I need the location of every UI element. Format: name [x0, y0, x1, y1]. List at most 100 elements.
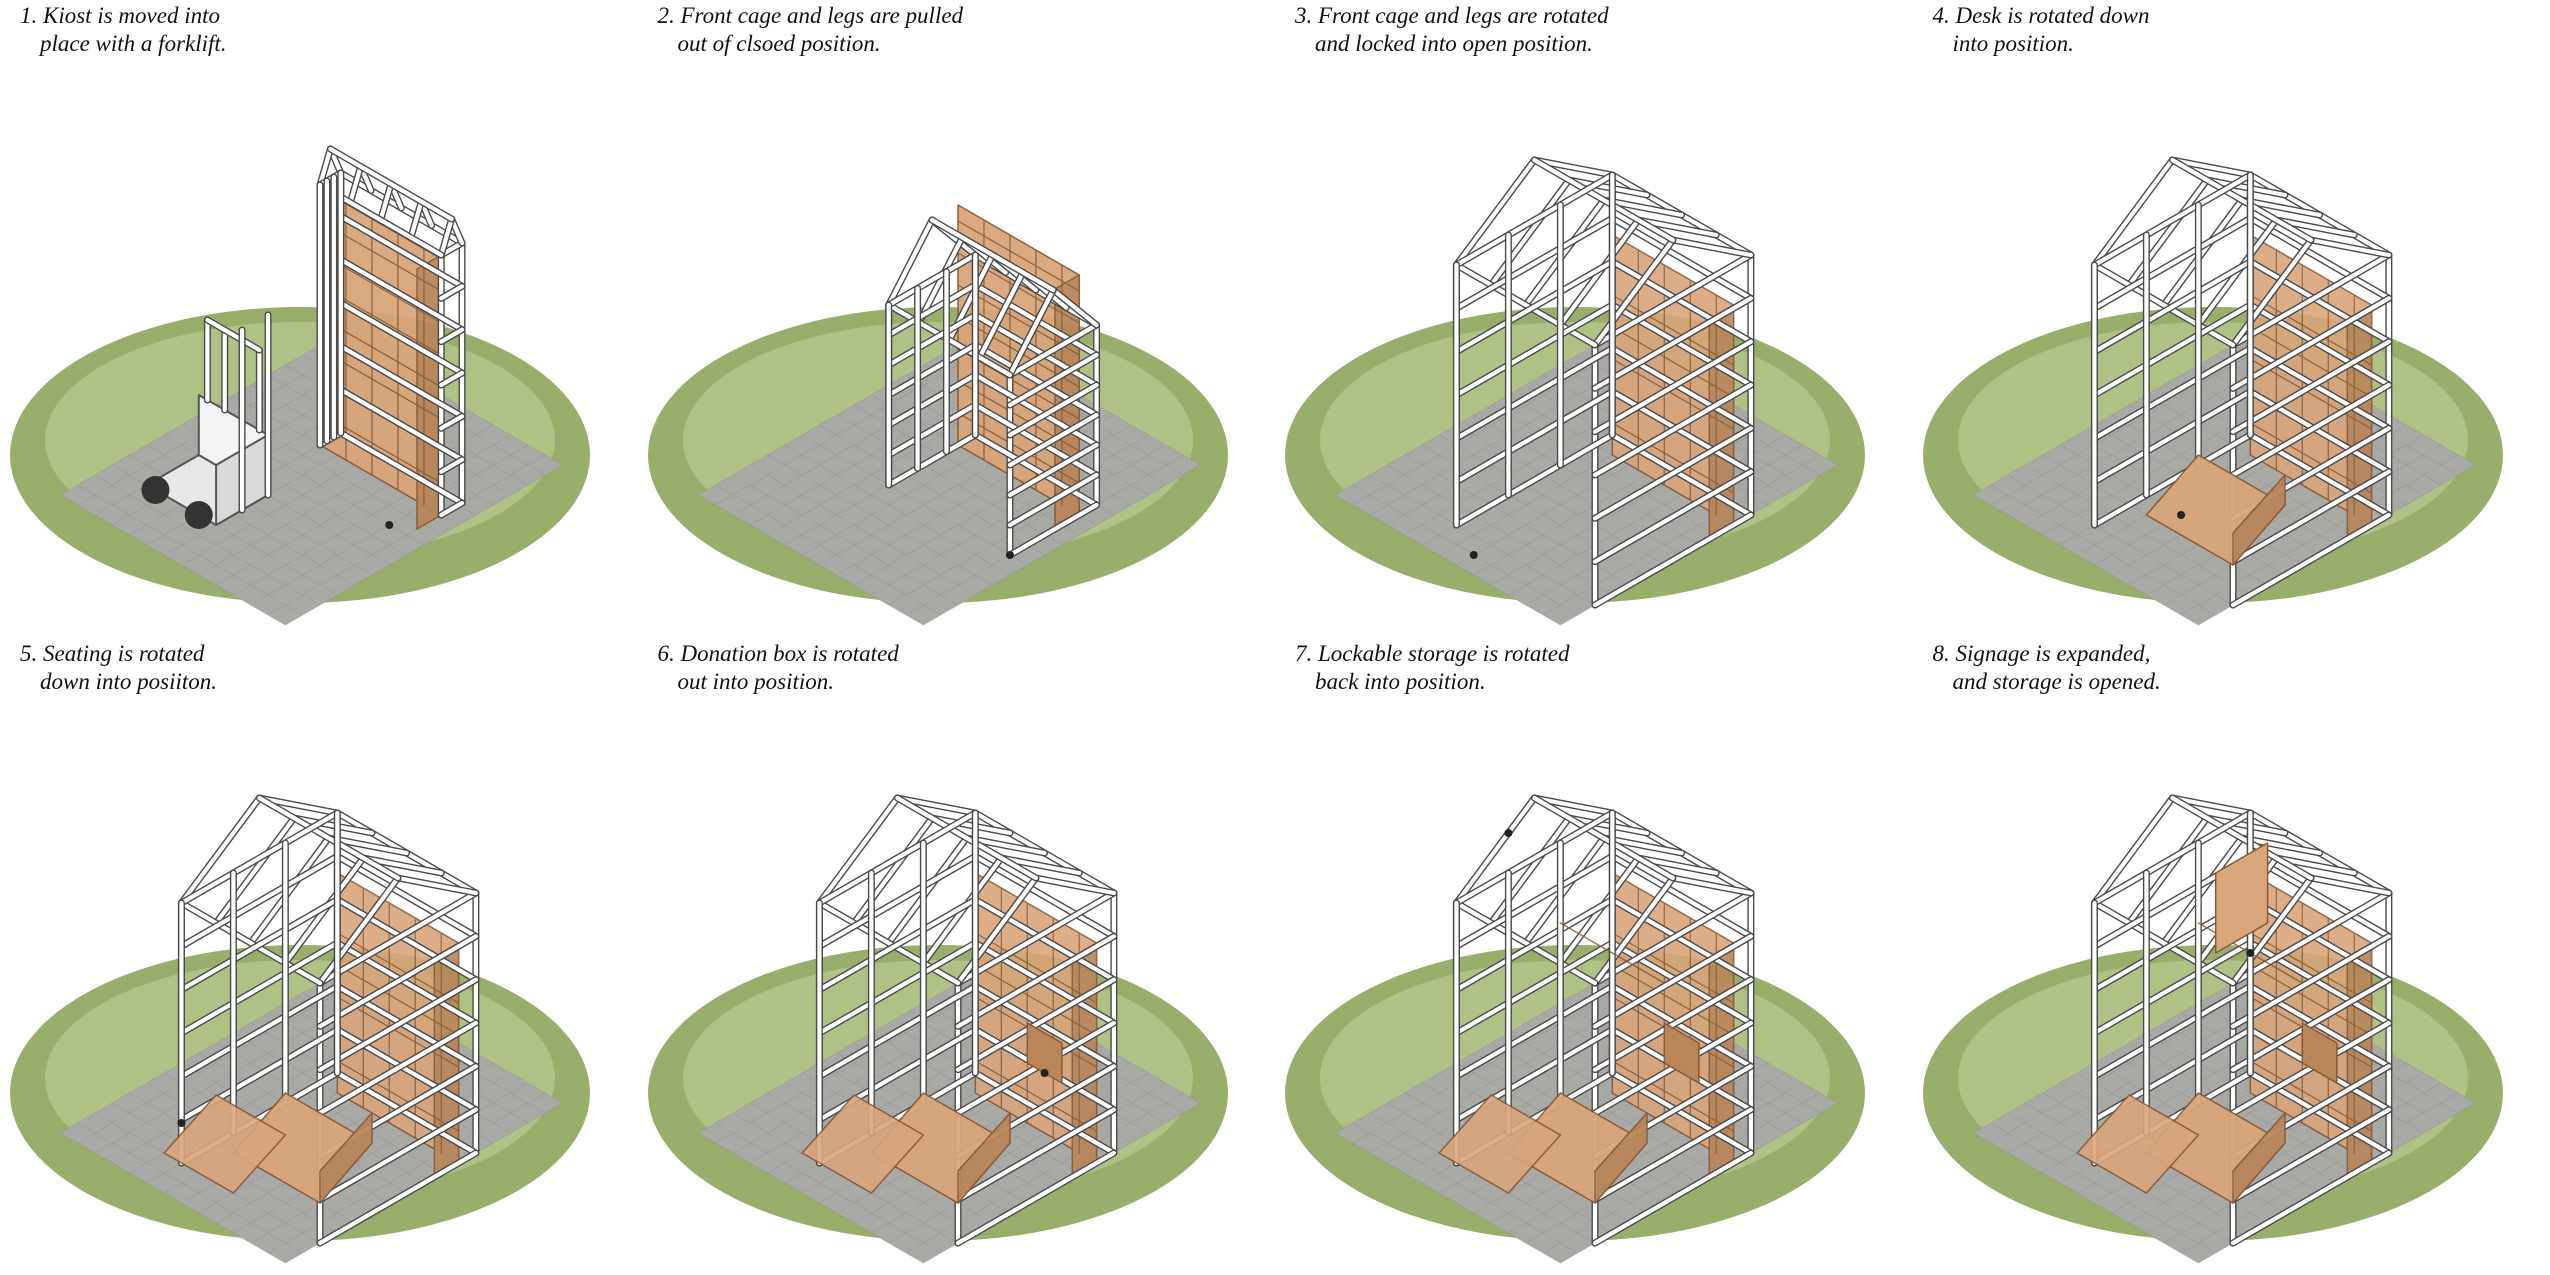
- frame-tube: [972, 853, 1116, 938]
- frame-tube: [248, 835, 331, 945]
- frame-tube: [2230, 382, 2391, 478]
- frame-tube: [439, 327, 465, 344]
- frame-tube: [2239, 197, 2322, 218]
- frame-tube: [2230, 237, 2313, 348]
- frame-tube: [1592, 426, 1753, 521]
- wood-shelf-line: [2249, 963, 2372, 1036]
- step-caption-2: 2. Front cage and legs are pulled out of…: [658, 2, 1258, 58]
- frame-tube: [1601, 835, 1684, 855]
- desk-side: [2231, 474, 2286, 566]
- frame-tube: [317, 890, 478, 985]
- frame-tube: [2126, 815, 2209, 925]
- frame-tube: [317, 977, 478, 1072]
- wood-shelf-line: [974, 1059, 1097, 1132]
- frame-tube: [291, 815, 375, 835]
- wood-shelf-line: [1611, 1059, 1735, 1132]
- step-caption-line2: back into position.: [1315, 668, 1486, 694]
- step-caption-4: 4. Desk is rotated down into position.: [1933, 2, 2533, 58]
- frame-cage: [884, 216, 1100, 559]
- frame-tube: [2204, 815, 2287, 835]
- step-panel-6: 6. Donation box is rotated out into posi…: [638, 638, 1276, 1275]
- frame-tube: [1670, 875, 1753, 895]
- step-caption-8: 8. Signage is expanded, and storage is o…: [1933, 640, 2533, 696]
- step-caption-3: 3. Front cage and legs are rotated and l…: [1295, 2, 1895, 58]
- frame-tube: [179, 897, 340, 992]
- frame-tube: [964, 835, 1047, 855]
- frame-tube: [1636, 855, 1719, 875]
- frame-tube: [1523, 835, 1606, 945]
- frame-tube: [2091, 172, 2252, 268]
- paver-joint: [697, 972, 976, 1133]
- wood-shelf-line: [1611, 326, 1735, 398]
- frame-tube: [998, 855, 1081, 875]
- frame-tube: [317, 933, 478, 1028]
- paver-joint: [267, 1092, 546, 1253]
- paver-joint: [1989, 982, 2268, 1143]
- frame-tube: [2091, 389, 2252, 484]
- step-caption-line1: 5. Seating is rotated: [20, 640, 205, 666]
- frame-tube: [929, 217, 1055, 293]
- frame-tube: [1592, 512, 1753, 608]
- frame-tube: [1610, 853, 1753, 938]
- frame-tube: [2230, 1107, 2391, 1202]
- frame-tube: [2308, 875, 2391, 895]
- frame-tube: [2247, 216, 2391, 301]
- frame-tube: [1592, 1107, 1753, 1202]
- frame-tube: [1007, 382, 1099, 438]
- seating-module: [800, 1093, 924, 1194]
- frame-tube: [335, 897, 478, 982]
- step-caption-line2: out of clsoed position.: [677, 31, 881, 56]
- frame-tube: [1454, 853, 1615, 948]
- frame-tube: [2230, 252, 2391, 348]
- frame-tube: [439, 216, 454, 258]
- seating-bench: [800, 1093, 924, 1194]
- frame-tube: [886, 372, 977, 428]
- frame-tube: [972, 342, 1099, 418]
- frame-tube: [1454, 810, 1615, 905]
- paver-joint: [1386, 464, 1613, 596]
- paver-joint: [697, 494, 924, 626]
- desk-module: [2145, 454, 2286, 566]
- step-caption-5: 5. Seating is rotated down into posiiton…: [20, 640, 620, 696]
- paver-joint: [1972, 1132, 2199, 1263]
- paver-joint: [783, 444, 1010, 576]
- frame-tube: [338, 214, 465, 289]
- donation-box: [1663, 1021, 1700, 1084]
- frame-tube: [972, 402, 1099, 478]
- frame-tube: [2230, 512, 2391, 608]
- wood-shelf-line: [2249, 422, 2372, 494]
- frame-tube: [179, 795, 262, 905]
- desk-module: [232, 1091, 373, 1204]
- paver-joint: [77, 484, 304, 616]
- frame-tube: [2230, 933, 2391, 1028]
- arrow-head: [1469, 551, 1478, 559]
- paver-joint: [77, 1122, 304, 1253]
- paver-joint: [905, 1092, 1184, 1253]
- frame-tube: [1592, 469, 1753, 564]
- wood-shelf-line: [2249, 931, 2372, 1004]
- frame-tube: [886, 402, 977, 458]
- frame-tube: [205, 317, 262, 353]
- paver-joint: [2024, 464, 2251, 596]
- frame-tube: [2091, 346, 2252, 441]
- frame-tube: [1601, 197, 1684, 218]
- frame-tube: [2230, 875, 2313, 985]
- frame-tube: [1454, 216, 1615, 311]
- paver-joint: [1352, 484, 1579, 616]
- wood-shelf-line: [336, 931, 460, 1004]
- frame-tube: [1592, 977, 1753, 1072]
- step-caption-7: 7. Lockable storage is rotated back into…: [1295, 640, 1895, 696]
- desk-side: [956, 1111, 1011, 1204]
- step-panel-1: 1. Kiost is moved into place with a fork…: [0, 0, 638, 638]
- frame-tube: [1592, 237, 1676, 348]
- paver-joint: [59, 972, 338, 1133]
- step-caption-line2: down into posiiton.: [40, 668, 217, 694]
- seating-bench: [1438, 1093, 1562, 1194]
- step-caption-6: 6. Donation box is rotated out into posi…: [658, 640, 1258, 696]
- frame-cage: [2090, 156, 2392, 609]
- frame-tube: [179, 983, 340, 1078]
- paver-joint: [1334, 1132, 1561, 1263]
- paver-joint: [1972, 972, 2251, 1133]
- frame-tube: [1454, 897, 1615, 992]
